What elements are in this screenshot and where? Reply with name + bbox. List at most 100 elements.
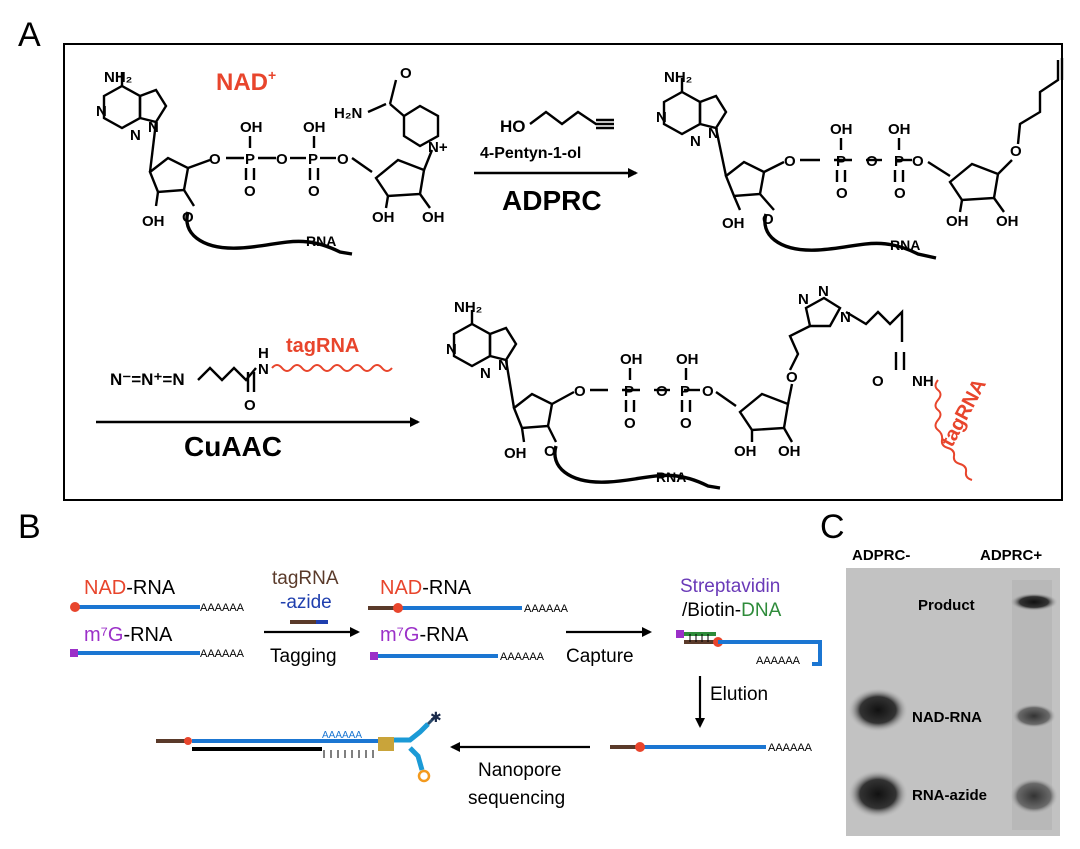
atom-o: O	[872, 373, 884, 390]
atom-ho: HO	[500, 117, 526, 136]
nad-text: NAD	[380, 577, 422, 599]
panel-a-label: A	[18, 16, 41, 54]
atom-o: O	[680, 415, 692, 432]
m7g-cap-square	[70, 649, 78, 657]
atom-n: N	[130, 127, 141, 144]
atom-p: P	[245, 151, 255, 168]
atom-oh: OH	[722, 215, 745, 232]
m7g-text: m⁷G	[380, 624, 419, 646]
atom-o: O	[656, 383, 668, 400]
nad-text: NAD	[84, 577, 126, 599]
atom-nplus: N+	[428, 139, 448, 156]
atom-o: O	[209, 151, 221, 168]
atom-nh2: NH₂	[104, 69, 132, 86]
atom-o: O	[836, 185, 848, 202]
motor-protein-ring	[417, 769, 431, 783]
tagging-label: Tagging	[270, 646, 337, 667]
product-tagrna-wave	[934, 379, 973, 481]
azide-reagent: N⁻=N⁺=N	[110, 370, 185, 389]
reaction-cuaac: CuAAC	[184, 431, 282, 462]
panel-b: B NAD-RNA AAAAAA m⁷G-RNA AAAAAA tagRNA -…	[18, 508, 822, 809]
capture-label: Capture	[566, 646, 634, 667]
atom-nh2: NH₂	[454, 299, 482, 316]
band-nad-rna-plus	[1012, 704, 1056, 728]
atom-oh: OH	[303, 119, 326, 136]
atom-o: O	[702, 383, 714, 400]
atom-o: O	[762, 211, 774, 228]
lane-label-plus: ADPRC+	[980, 547, 1042, 564]
atom-n: N	[446, 341, 457, 358]
atom-n: N	[498, 357, 509, 374]
atom-oh: OH	[372, 209, 395, 226]
alkyne-adpr-rna-structure	[662, 58, 1064, 260]
atom-o: O	[574, 383, 586, 400]
atom-n: N	[818, 283, 829, 300]
rna-suffix: -RNA	[123, 624, 173, 646]
polya-tail: AAAAAA	[768, 742, 813, 754]
nad-cap-dot	[393, 603, 403, 613]
tag-reagent-line2: -azide	[280, 592, 332, 613]
panel-a: A	[18, 16, 1064, 501]
tether-star: ✱	[430, 709, 442, 725]
rna-label: RNA	[306, 233, 336, 249]
polya-tail: AAAAAA	[756, 655, 801, 667]
atom-o: O	[912, 153, 924, 170]
atom-n: N	[656, 109, 667, 126]
tagged-product-atoms: NH₂ N N N O O OH P OH O O P OH O O O OH …	[446, 283, 934, 485]
m7g-text: m⁷G	[84, 624, 123, 646]
atom-p: P	[680, 383, 690, 400]
atom-n: N	[690, 133, 701, 150]
nanopore-label-line2: sequencing	[468, 788, 565, 809]
enzyme-adprc: ADPRC	[502, 185, 602, 216]
polya-tail: AAAAAA	[200, 602, 245, 614]
atom-oh: OH	[240, 119, 263, 136]
rna-suffix: -RNA	[419, 624, 469, 646]
atom-oh: OH	[422, 209, 445, 226]
tagrna-label: tagRNA	[286, 335, 359, 357]
atom-oh: OH	[778, 443, 801, 460]
atom-n: N	[708, 125, 719, 142]
atom-o: O	[1010, 143, 1022, 160]
dna-text: DNA	[741, 600, 781, 621]
captured-rna-strand	[718, 640, 822, 666]
polya-tail: AAAAAA	[200, 648, 245, 660]
polya-tail: AAAAAA	[524, 603, 569, 615]
atom-oh: OH	[888, 121, 911, 138]
atom-n: N	[148, 119, 159, 136]
biotin-dna-label: /Biotin-DNA	[682, 600, 782, 621]
nad-rna-structure	[102, 72, 440, 256]
polya-tail: AAAAAA	[500, 651, 545, 663]
atom-oh: OH	[504, 445, 527, 462]
nad-label-charge: +	[268, 67, 276, 83]
reaction-step-2: N⁻=N⁺=N O N H tagRNA CuAAC	[96, 335, 420, 462]
rna-suffix: -RNA	[126, 577, 176, 599]
elution-label: Elution	[710, 684, 768, 705]
atom-p: P	[894, 153, 904, 170]
reagent-pentynol: 4-Pentyn-1-ol	[480, 145, 581, 162]
tagged-m7g-rna-label: m⁷G-RNA	[380, 624, 469, 646]
panel-b-label: B	[18, 508, 41, 546]
panel-a-frame	[63, 43, 1063, 501]
reaction-step-1: HO 4-Pentyn-1-ol ADPRC	[474, 110, 638, 216]
atom-oh: OH	[620, 351, 643, 368]
atom-o: O	[308, 183, 320, 200]
rna-suffix: -RNA	[422, 577, 472, 599]
m7g-cap-square	[370, 652, 378, 660]
atom-nh2: NH₂	[664, 69, 692, 86]
lane-label-minus: ADPRC-	[852, 547, 910, 564]
atom-oh: OH	[996, 213, 1019, 230]
nad-label-text: NAD	[216, 69, 268, 96]
m7g-rna-label: m⁷G-RNA	[84, 624, 173, 646]
atom-n: N	[96, 103, 107, 120]
product-tagrna-label: tagRNA	[937, 375, 991, 450]
atom-h2n: H₂N	[334, 105, 362, 122]
atom-oh: OH	[830, 121, 853, 138]
atom-oh: OH	[142, 213, 165, 230]
tagged-product-structure	[452, 296, 906, 490]
atom-p: P	[308, 151, 318, 168]
atom-o: O	[244, 183, 256, 200]
streptavidin-label: Streptavidin	[680, 576, 780, 597]
tagged-nad-rna-label: NAD-RNA	[380, 577, 472, 599]
hybrid-ticks	[689, 634, 709, 642]
atom-p: P	[624, 383, 634, 400]
